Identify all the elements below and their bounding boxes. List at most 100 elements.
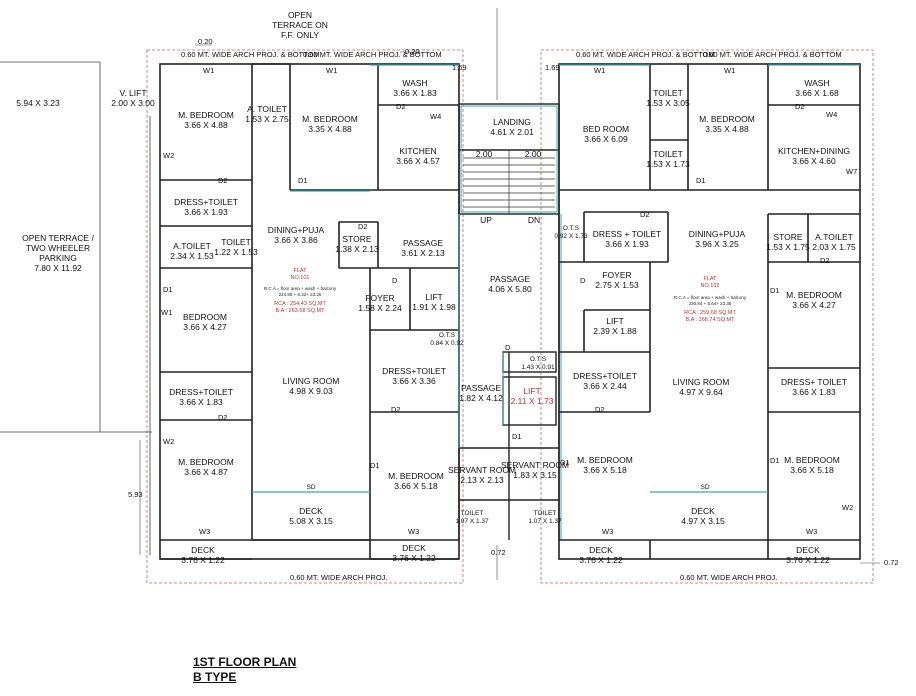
code-d1-a: D1 — [298, 176, 308, 185]
room-name: BED ROOM — [582, 124, 630, 134]
flat-101-rca-formula: R.C.A = floor area + wash + balcony 224.… — [264, 286, 336, 297]
ff-line-2: TERRACE ON — [272, 20, 328, 30]
room-name: M. BEDROOM — [388, 471, 444, 481]
code-d1-b: D1 — [163, 285, 173, 294]
room-name: STORE — [342, 234, 372, 244]
room-left-m-bedroom-4: M. BEDROOM 3.66 X 5.18 — [388, 471, 444, 491]
room-right-a-toilet: A.TOILET 2.03 X 1.75 — [812, 232, 855, 252]
room-name: A.TOILET — [173, 241, 211, 251]
room-left-dress-toilet-2: DRESS+TOILET 3.66 X 3.36 — [382, 366, 446, 386]
dim-593: 5.93 — [128, 490, 143, 499]
room-name: M. BEDROOM — [178, 457, 234, 467]
ba: B.A : 268.74 SQ.MT — [685, 316, 735, 323]
room-right-kitchen: KITCHEN+DINING 3.66 X 4.60 — [778, 146, 850, 166]
room-right-deck-main: DECK 4.97 X 3.15 — [681, 506, 724, 526]
room-dims: 2.34 X 1.53 — [170, 251, 214, 261]
top-left-dims: 5.94 X 3.23 — [16, 98, 60, 108]
rca: RCA : 254.43 SQ.MT — [274, 301, 326, 307]
code-d2-c: D2 — [358, 222, 368, 231]
room-dims: 3.66 X 1.83 — [792, 387, 836, 397]
code-d-b: D — [505, 343, 511, 352]
room-right-lift: LIFT 2.39 X 1.88 — [593, 316, 636, 336]
room-left-living: LIVING ROOM 4.98 X 9.03 — [283, 376, 340, 396]
room-dims: 4.97 X 3.15 — [681, 516, 725, 526]
flat-label: FLAT — [703, 276, 717, 282]
right-sd: SD — [700, 484, 710, 491]
open-terrace-ff-label: OPEN TERRACE ON F.F. ONLY — [272, 10, 328, 40]
code-w7: W7 — [846, 167, 858, 176]
room-name: DINING+PUJA — [267, 225, 325, 235]
room-dims: 3.35 X 4.88 — [705, 124, 749, 134]
code-d2-e: D2 — [218, 413, 228, 422]
flat-102-rca-formula: R.C.A = floor area + wash + balcony 230.… — [674, 295, 746, 306]
room-dims: 3.96 X 3.25 — [695, 239, 739, 249]
room-name: FOYER — [602, 270, 632, 280]
room-center-servant-1: SERVANT ROOM 2.13 X 2.13 — [448, 465, 516, 485]
room-dims: 1.82 X 4.12 — [459, 393, 503, 403]
room-dims: 1.53 X 3.05 — [646, 98, 690, 108]
room-dims: 4.97 X 9.64 — [679, 387, 723, 397]
room-center-passage: PASSAGE 4.06 X 5.80 — [488, 274, 531, 294]
room-dims: 3.66 X 4.27 — [183, 322, 227, 332]
room-name: LIFT — [425, 292, 443, 302]
room-center-toilet-2: TOILET 1.07 X 1.37 — [528, 510, 561, 526]
terrace-line-1: OPEN TERRACE / — [22, 233, 94, 243]
room-dims: 1.38 X 2.13 — [335, 244, 379, 254]
staircase — [463, 150, 555, 214]
code-w1-d: W1 — [724, 66, 736, 75]
flat-number: NO.102 — [700, 282, 720, 289]
room-dims: 1.53 X 1.73 — [646, 159, 690, 169]
room-name: SERVANT ROOM — [500, 460, 570, 470]
room-right-deck-a: DECK 3.76 X 1.22 — [579, 545, 622, 565]
room-left-passage: PASSAGE 3.61 X 2.13 — [401, 238, 444, 258]
room-right-wash: WASH 3.66 X 1.68 — [795, 78, 838, 98]
room-left-store: STORE 1.38 X 2.13 — [335, 234, 378, 254]
room-dims: 3.66 X 4.60 — [792, 156, 836, 166]
room-name: LIFT — [523, 386, 541, 396]
code-d2-b: D2 — [396, 102, 406, 111]
room-dims: 4.06 X 5.80 — [488, 284, 532, 294]
room-dims: 3.66 X 4.57 — [396, 156, 440, 166]
room-center-servant-2: SERVANT ROOM 1.83 X 3.15 — [501, 460, 569, 480]
plan-subtitle: B TYPE — [193, 670, 237, 684]
room-dims: 2.03 X 1.75 — [812, 242, 856, 252]
stair-width-left: 2.00 — [475, 149, 493, 159]
stair-width-right: 2.00 — [524, 149, 542, 159]
room-landing: LANDING 4.61 X 2.01 — [490, 117, 533, 137]
code-d1-d: D1 — [512, 432, 522, 441]
room-name: TOILET — [653, 88, 683, 98]
room-name: PASSAGE — [489, 274, 530, 284]
room-dims: 1.53 X 2.75 — [245, 114, 289, 124]
rca-formula: R.C.A = floor area + wash + balcony — [263, 286, 337, 291]
room-name: M. BEDROOM — [178, 110, 234, 120]
rca-formula-values: 230.84 + 5.64+ 23.36 — [688, 300, 732, 306]
room-dims: 2.75 X 1.53 — [595, 280, 639, 290]
room-left-m-bedroom-2: M. BEDROOM 3.35 X 4.88 — [302, 114, 358, 134]
dim-072-right: 0.72 — [884, 558, 899, 567]
room-dims: 1.53 X 1.75 — [766, 242, 810, 252]
room-dims: 3.66 X 6.09 — [584, 134, 628, 144]
code-w2-a: W2 — [163, 151, 175, 160]
room-left-dress-toilet-3: DRESS+TOILET 3.66 X 1.83 — [169, 387, 233, 407]
flat-number: NO.101 — [290, 274, 310, 281]
room-name: O.T.S — [529, 356, 547, 363]
room-name: TOILET — [221, 237, 251, 247]
code-w2-c: W2 — [842, 503, 854, 512]
room-name: TOILET — [460, 510, 484, 517]
dim-169-right: 1.69 — [545, 63, 560, 72]
room-left-kitchen: KITCHEN 3.66 X 4.57 — [396, 146, 439, 166]
room-dims: 3.66 X 1.83 — [179, 397, 223, 407]
left-sd: SD — [306, 484, 316, 491]
code-d2-a: D2 — [218, 176, 228, 185]
room-left-wash: WASH 3.66 X 1.83 — [393, 78, 436, 98]
room-dims: 2.11 X 1.73 — [510, 396, 554, 406]
room-name: M. BEDROOM — [786, 290, 842, 300]
code-w4-b: W4 — [826, 110, 838, 119]
room-dims: 3.76 X 1.22 — [786, 555, 830, 565]
room-dims: 2.00 X 3.00 — [111, 98, 155, 108]
room-right-toilet-1: TOILET 1.53 X 3.05 — [646, 88, 689, 108]
arch-note-top-2: 0.60 MT. WIDE ARCH PROJ. & BOTTOM — [303, 50, 442, 59]
dimension-lines — [139, 8, 880, 580]
room-center-ots-2: O.T.S 1.43 X 0.91 — [521, 356, 554, 372]
